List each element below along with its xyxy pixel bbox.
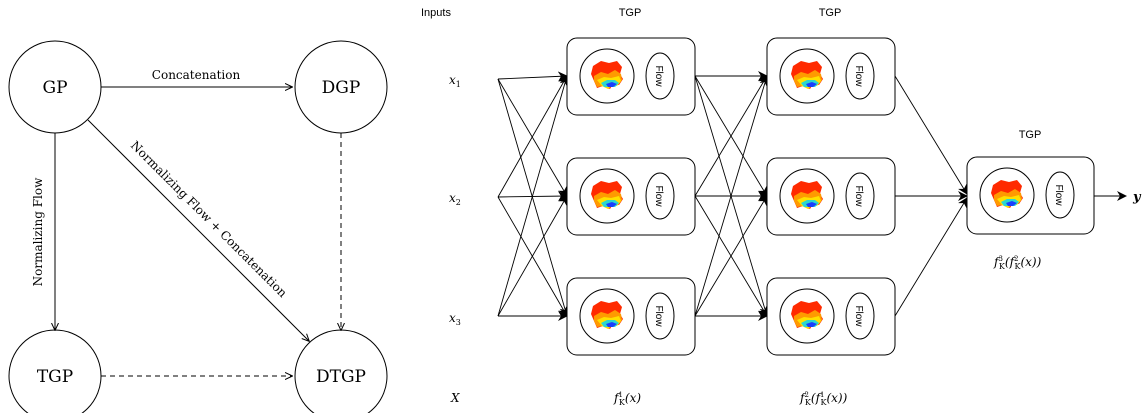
- tgp-unit-l1-2: Flow: [566, 157, 696, 236]
- input-x1: x1: [449, 73, 461, 89]
- heatmap-icon: [591, 61, 623, 89]
- edges-layer1-to-layer2: [694, 71, 770, 321]
- edge-label-flow-plus-concat: Normalizing Flow + Concatenation: [128, 138, 290, 300]
- flow-label: Flow: [653, 185, 664, 207]
- edge-label-concatenation: Concatenation: [152, 68, 241, 82]
- tgp-unit-l2-3: Flow: [766, 277, 896, 356]
- node-gp: GP: [8, 40, 102, 134]
- header-layer1: TGP: [619, 7, 642, 19]
- header-inputs: Inputs: [421, 7, 451, 19]
- node-dtgp-label: DTGP: [316, 367, 366, 387]
- flow-label: Flow: [853, 185, 864, 207]
- heatmap-icon: [991, 180, 1023, 208]
- header-layer3: TGP: [1019, 129, 1042, 141]
- node-dtgp: DTGP: [294, 329, 388, 413]
- node-dgp: DGP: [294, 40, 388, 134]
- tgp-unit-l1-1: Flow: [566, 37, 696, 116]
- node-tgp-label: TGP: [37, 367, 73, 387]
- output-y: y: [1132, 190, 1142, 205]
- right-diagram: Inputs TGP TGP TGP x1 x2 x3: [421, 7, 1142, 407]
- heatmap-icon: [591, 301, 623, 329]
- edges-layer2-to-layer3: [894, 75, 968, 317]
- tgp-unit-l1-3: Flow: [566, 277, 696, 356]
- flow-label: Flow: [653, 65, 664, 87]
- flow-label: Flow: [653, 305, 664, 327]
- tgp-unit-l2-2: Flow: [766, 157, 896, 236]
- flow-label: Flow: [853, 305, 864, 327]
- header-layer2: TGP: [819, 7, 842, 19]
- heatmap-icon: [791, 301, 823, 329]
- node-gp-label: GP: [42, 78, 67, 98]
- node-dgp-label: DGP: [322, 78, 361, 98]
- edge-gp-dtgp: [87, 119, 309, 341]
- heatmap-icon: [591, 181, 623, 209]
- flow-label: Flow: [853, 65, 864, 87]
- node-tgp: TGP: [8, 329, 102, 413]
- flow-label: Flow: [1053, 184, 1064, 206]
- heatmap-icon: [791, 61, 823, 89]
- heatmap-icon: [791, 181, 823, 209]
- tgp-unit-l2-1: Flow: [766, 37, 896, 116]
- edges-inputs-to-layer1: [497, 71, 570, 321]
- label-X: X: [450, 391, 460, 405]
- tgp-unit-l3: Flow: [966, 156, 1095, 235]
- left-diagram: GP DGP TGP DTGP Concatenation Normalizin…: [8, 40, 388, 413]
- input-x2: x2: [449, 191, 461, 207]
- edge-label-normalizing-flow: Normalizing Flow: [31, 177, 45, 286]
- input-x3: x3: [449, 311, 461, 327]
